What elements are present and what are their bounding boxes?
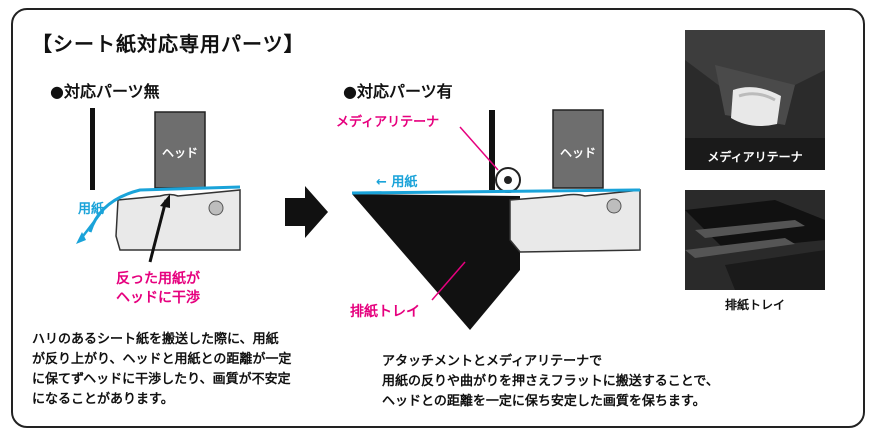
left-guide-bar (90, 108, 95, 190)
right-head-block (552, 109, 604, 189)
left-head-block (154, 111, 206, 189)
retainer-photo-caption: メディアリテーナ (707, 150, 803, 164)
interference-arrow (148, 199, 168, 263)
tray-label: 排紙トレイ (350, 303, 420, 320)
left-paper-label: 用紙 (77, 201, 104, 217)
desc-left-line: が反り上がり、ヘッドと用紙との距離が一定 (32, 352, 292, 367)
output-tray (352, 194, 520, 330)
interference-line2: ヘッドに干渉 (116, 289, 200, 306)
interference-line1: 反った用紙が (116, 270, 201, 287)
desc-left-line: になることがあります。 (32, 392, 174, 407)
retainer-callout-line (459, 126, 499, 171)
description-with-parts: アタッチメントとメディアリテーナで 用紙の反りや曲がりを押さえフラットに搬送する… (382, 352, 719, 412)
desc-left-line: に保てずヘッドに干渉したり、画質が不安定 (32, 372, 291, 387)
right-flat-paper (351, 188, 641, 195)
left-head-label: ヘッド (162, 146, 198, 160)
description-without-parts: ハリのあるシート紙を搬送した際に、用紙 が反り上がり、ヘッドと用紙との距離が一定… (32, 330, 291, 410)
desc-left-line: ハリのあるシート紙を搬送した際に、用紙 (32, 332, 279, 347)
tray-photo-image (685, 190, 825, 290)
retainer-photo-image (685, 30, 825, 170)
with-parts-heading: ●対応パーツ有 (343, 82, 453, 101)
tray-photo: 排紙トレイ (685, 190, 825, 320)
desc-right-line: ヘッドとの距離を一定に保ち安定した画質を保ちます。 (382, 394, 706, 409)
right-roller (606, 198, 622, 214)
without-parts-heading: ●対応パーツ無 (50, 82, 160, 101)
right-platen (509, 189, 641, 253)
panel-frame (11, 8, 865, 428)
retainer-photo: メディアリテーナ (685, 30, 825, 170)
left-roller (208, 200, 224, 216)
transition-arrow (285, 186, 328, 238)
retainer-label: メディアリテーナ (336, 114, 439, 130)
right-head-label: ヘッド (560, 146, 596, 160)
left-platen (115, 189, 241, 251)
tray-photo-caption: 排紙トレイ (724, 298, 785, 312)
right-guide-bar (489, 110, 495, 190)
desc-right-line: 用紙の反りや曲がりを押さえフラットに搬送することで、 (382, 374, 719, 389)
page-title: 【シート紙対応専用パーツ】 (32, 32, 305, 56)
tray-callout-line (431, 261, 466, 301)
right-paper-label: ← 用紙 (376, 174, 417, 190)
desc-right-line: アタッチメントとメディアリテーナで (382, 354, 603, 369)
